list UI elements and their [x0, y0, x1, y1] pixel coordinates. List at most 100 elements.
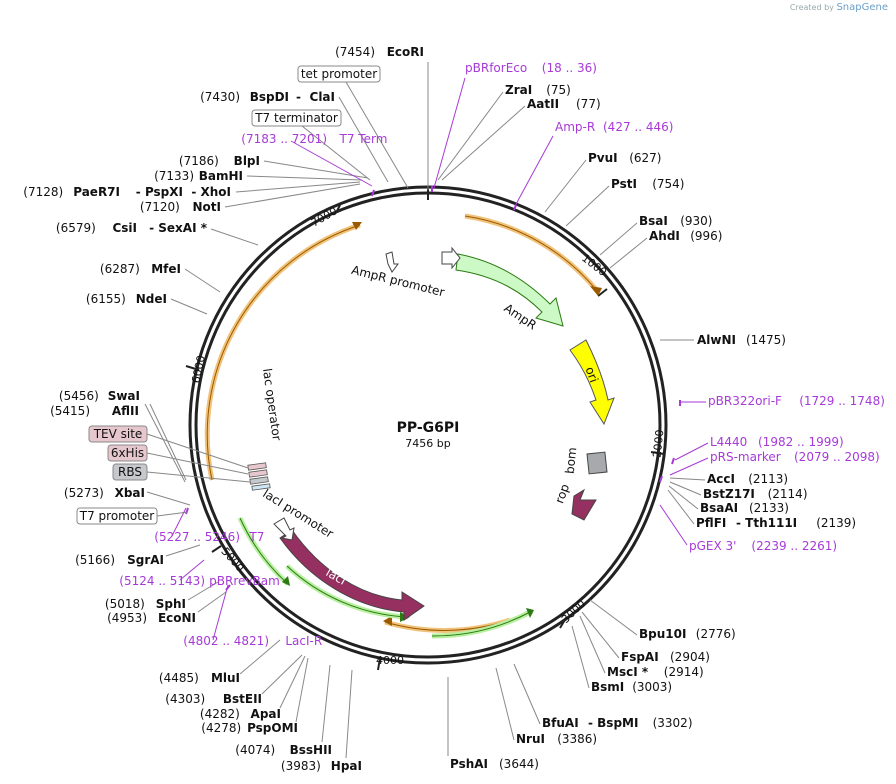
- enzyme-site: MscI *(2914): [607, 665, 704, 679]
- enzyme-site: AccI(2113): [707, 472, 788, 486]
- primer-name: T7 Term: [339, 132, 388, 146]
- boxed-feature-box: [88, 425, 148, 443]
- enzyme-name: PaeR7I: [73, 185, 120, 199]
- orf-arrow-laci: [383, 616, 392, 626]
- enzyme-site: -: [296, 90, 301, 104]
- enzyme-site: SwaI(5456): [59, 389, 140, 403]
- primer-range: (427 .. 446): [603, 120, 673, 134]
- snapgene-brand: Created by SnapGene: [790, 2, 888, 13]
- tick-label: 5000: [218, 545, 246, 575]
- boxed-feature-text: TEV site: [93, 427, 143, 441]
- enzyme-name: SwaI: [108, 389, 140, 403]
- enzyme-site: ZraI (75): [505, 83, 571, 97]
- primer-leader: [433, 77, 466, 189]
- enzyme-position: (3983): [281, 759, 321, 773]
- enzyme-name: XbaI: [115, 486, 145, 500]
- primer-range: (1729 .. 1748): [799, 394, 885, 408]
- enzyme-leader: [581, 611, 620, 659]
- feature-label: AmpR promoter: [350, 263, 446, 300]
- feature-leader: [146, 471, 251, 483]
- tick-label: 7000: [309, 204, 340, 229]
- tick-label: 4000: [376, 654, 404, 667]
- boxed-feature: tet promoter: [297, 65, 381, 83]
- enzyme-site: AatII(77): [527, 97, 601, 111]
- enzyme-position: (7120): [140, 200, 180, 214]
- feature-leader: [146, 452, 249, 475]
- enzyme-position: (4303): [165, 692, 205, 706]
- enzyme-name: Bpu10I: [639, 627, 686, 641]
- boxed-feature: TEV site: [88, 425, 148, 443]
- enzyme-position: (930): [680, 214, 712, 228]
- enzyme-name: ZraI: [505, 83, 532, 97]
- ampr-promoter-arrow: [441, 246, 461, 270]
- primer-range: (5124 .. 5143): [119, 574, 205, 588]
- enzyme-leader: [210, 228, 259, 246]
- enzyme-position: (6287): [100, 262, 140, 276]
- enzyme-site: BamHI(7133): [154, 169, 243, 183]
- enzyme-leader: [667, 489, 695, 525]
- map-length: 7456 bp: [405, 437, 450, 450]
- rop-arrow: [571, 488, 597, 521]
- enzyme-name: -: [296, 90, 301, 104]
- enzyme-site: MluI(4485): [159, 671, 240, 685]
- primer-name: L4440: [710, 435, 747, 449]
- enzyme-site: PvuI(627): [588, 151, 661, 165]
- cut-marks-top: [185, 186, 681, 591]
- enzyme-leader: [609, 237, 648, 269]
- enzyme-leader: [279, 655, 306, 709]
- laci-promoter-arrow: [273, 517, 295, 541]
- ori-arrow: [569, 339, 615, 426]
- primer-name: pBRrevBam: [209, 574, 280, 588]
- laci-arrow: [279, 529, 425, 621]
- primer-name: pGEX 3': [689, 539, 736, 553]
- enzyme-name: BssHII: [290, 743, 332, 757]
- enzyme-name: CsiI: [112, 221, 137, 235]
- enzyme-name: AlwNI: [697, 333, 736, 347]
- enzyme-site: AlwNI (1475): [697, 333, 786, 347]
- orf-arrow-main: [352, 222, 362, 230]
- boxed-feature: T7 promoter: [76, 507, 158, 525]
- enzyme-leader: [579, 615, 606, 674]
- enzyme-position: (4074): [235, 743, 275, 757]
- boxed-feature-text: 6xHis: [111, 446, 144, 460]
- enzyme-position: (7128): [23, 185, 63, 199]
- enzyme-position: (1475): [746, 333, 786, 347]
- primer-leader: [669, 457, 709, 476]
- primer-labels: pBRforEco (18 .. 36) Amp-R (427 .. 446) pBR3…: [119, 61, 885, 648]
- feature-shapes: [185, 186, 681, 621]
- boxed-feature-text: T7 terminator: [254, 111, 338, 125]
- small-marker-top: [385, 251, 399, 273]
- enzyme-name: FspAI: [621, 650, 659, 664]
- enzyme-position: (7133): [154, 169, 194, 183]
- primer-name: LacI-R: [285, 634, 322, 648]
- enzyme-site: PstI(754): [611, 177, 684, 191]
- enzyme-leader: [437, 91, 504, 181]
- enzyme-name: NdeI: [136, 292, 167, 306]
- orf-arc-ampr: [464, 213, 600, 294]
- enzyme-name: PvuI: [588, 151, 618, 165]
- enzyme-site: CsiI (6579): [56, 221, 137, 235]
- bom-box: [586, 451, 608, 475]
- enzyme-position: (5018): [105, 597, 145, 611]
- enzyme-site: BstZ17I(2114): [703, 487, 808, 501]
- primer-name: pBRforEco: [465, 61, 527, 75]
- enzyme-position: (75): [546, 83, 571, 97]
- enzyme-site: - BspMI(3302): [588, 716, 693, 730]
- primer-name: Amp-R: [555, 120, 595, 134]
- primer-site: pRS-marker(2079 .. 2098): [710, 450, 880, 464]
- enzyme-leader: [170, 298, 208, 315]
- enzyme-name: NotI: [193, 200, 222, 214]
- enzyme-site: PflFI: [696, 516, 726, 530]
- enzyme-position: (6579): [56, 221, 96, 235]
- enzyme-position: (3003): [632, 680, 672, 694]
- orf-arrow-ampr: [590, 286, 602, 296]
- primer-name: pBR322ori-F: [708, 394, 782, 408]
- feature-label: bom: [563, 447, 580, 475]
- boxed-feature-text: RBS: [118, 465, 142, 479]
- enzyme-position: (754): [652, 177, 684, 191]
- primer-range: (18 .. 36): [542, 61, 597, 75]
- enzyme-name: SphI: [156, 597, 186, 611]
- enzyme-site: BsaI(930): [639, 214, 712, 228]
